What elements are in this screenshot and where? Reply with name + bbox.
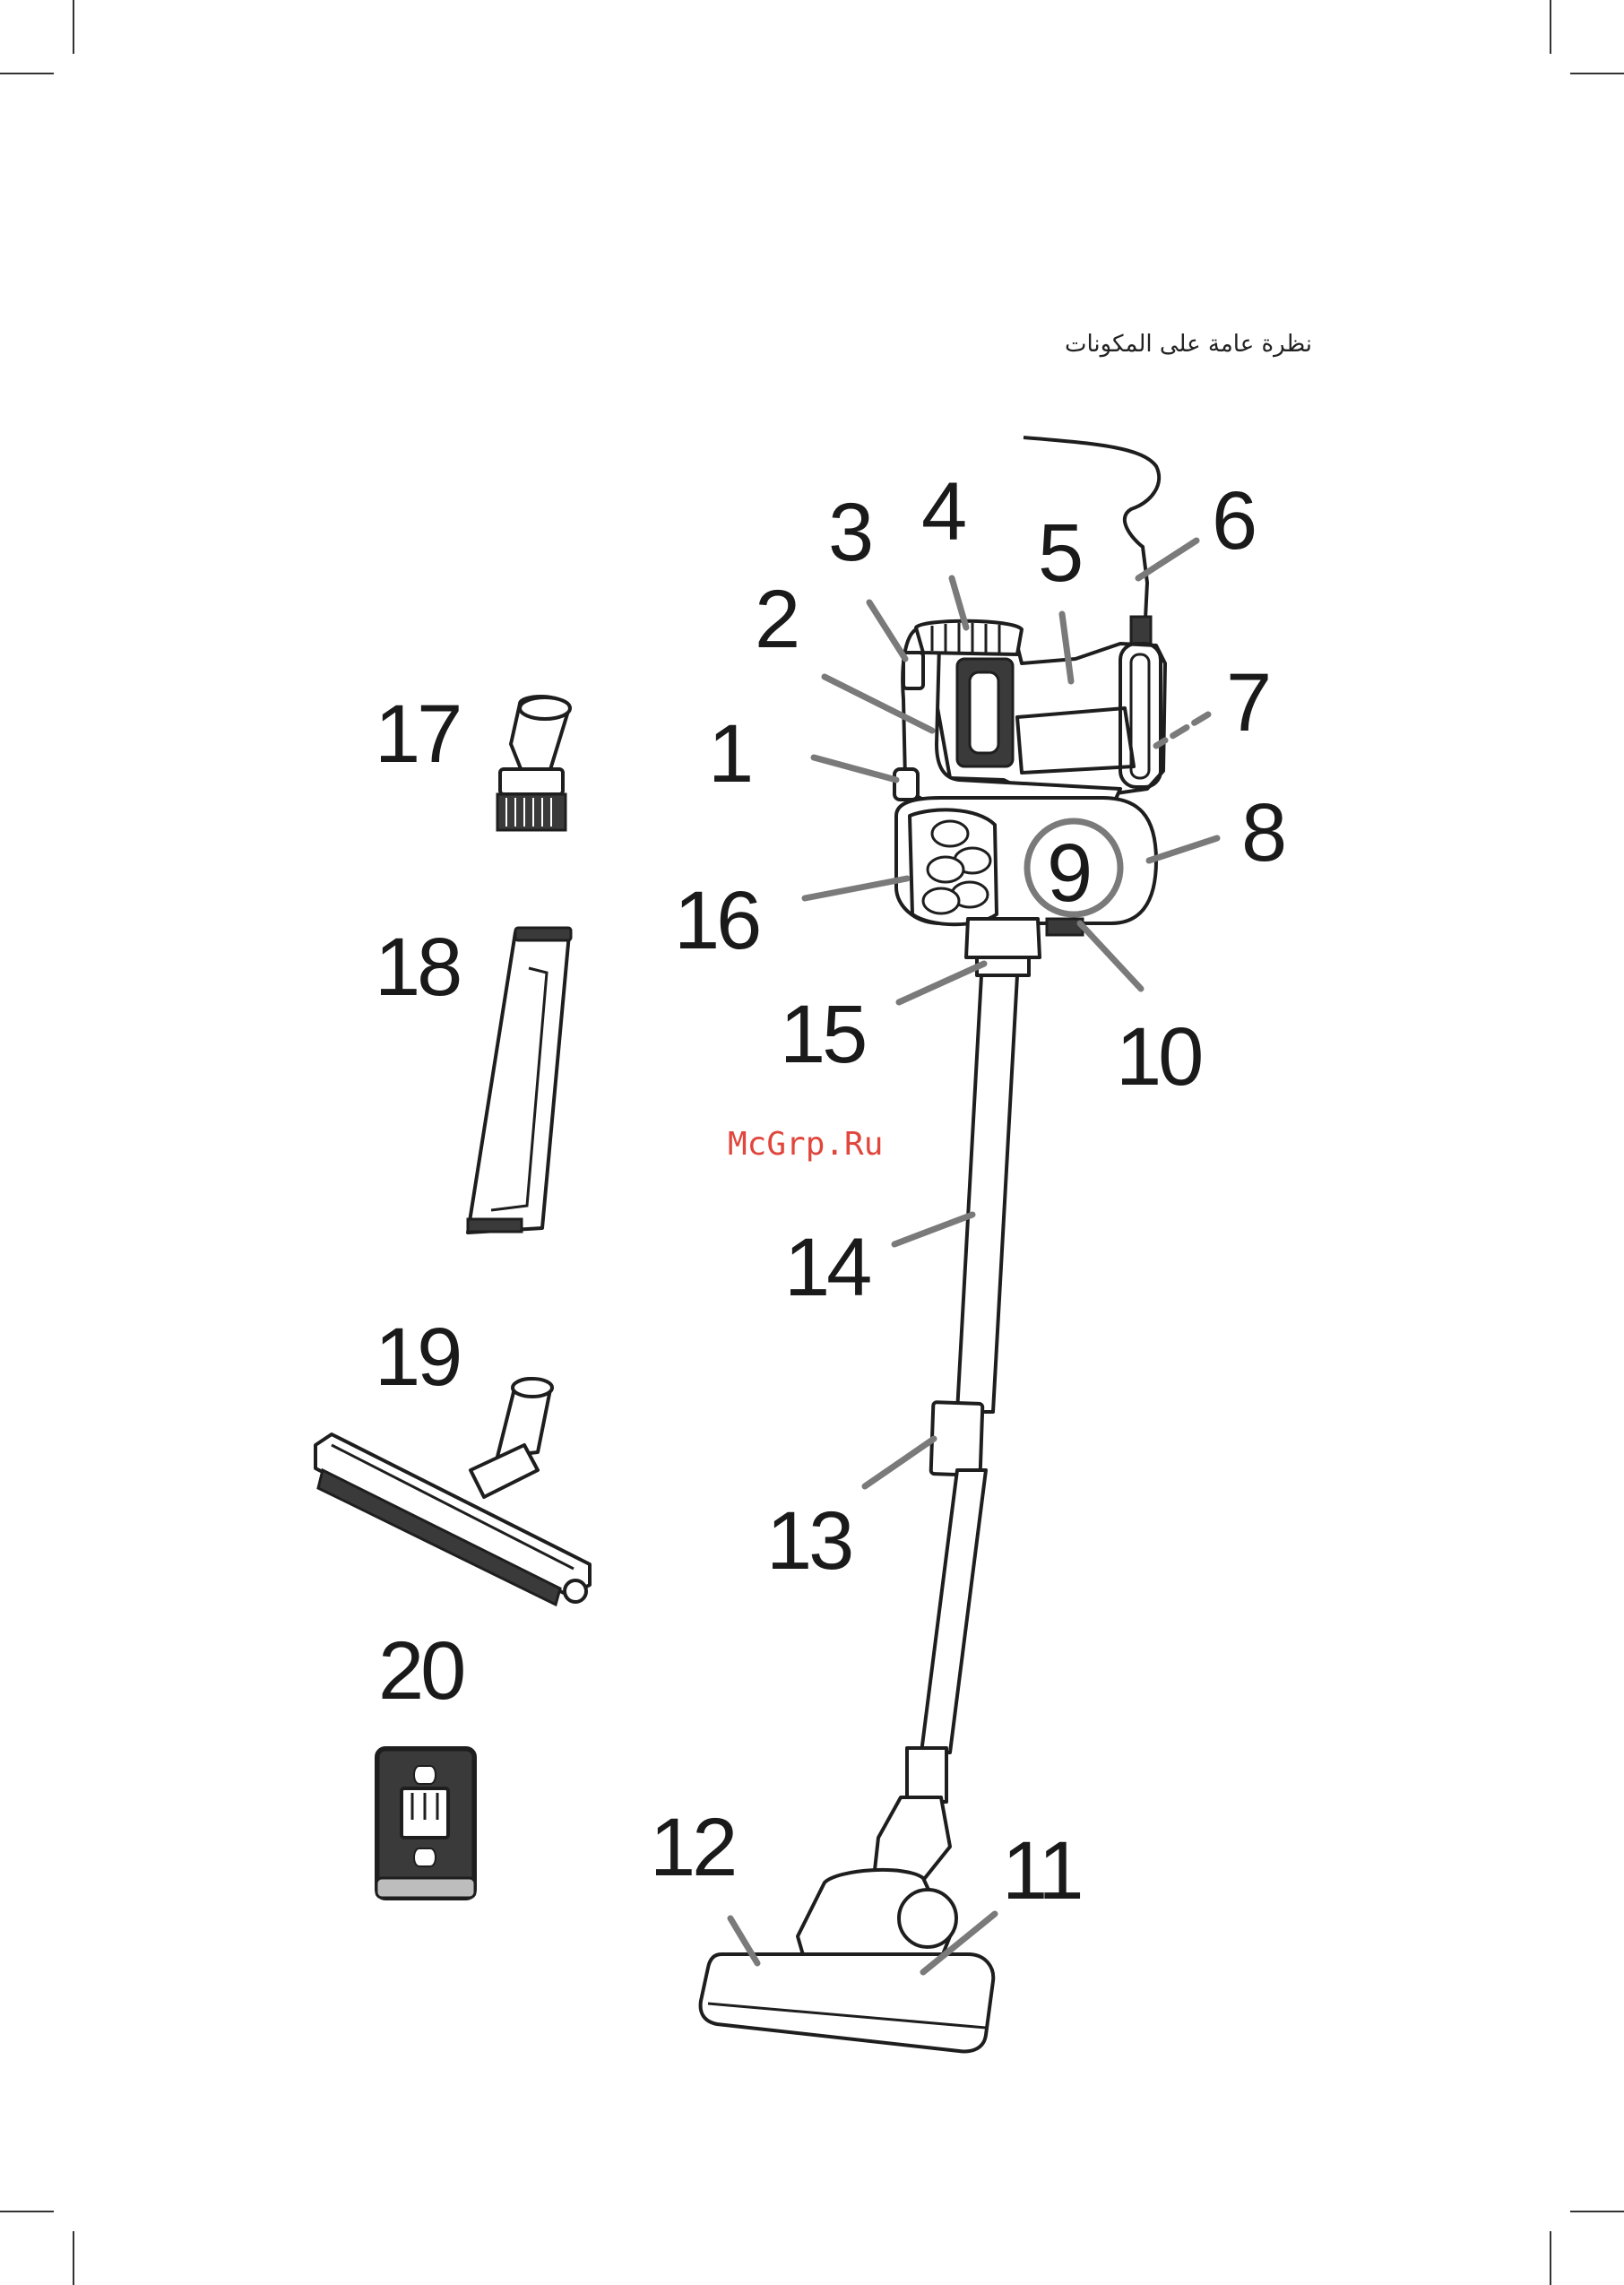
leader-line-13 (865, 1439, 934, 1486)
callout-11: 11 (1002, 1825, 1081, 1917)
leader-line-15 (899, 964, 984, 1002)
cord-plug (1131, 617, 1151, 644)
accessory-dusting-brush (497, 697, 570, 830)
leader-line-8 (1149, 838, 1217, 861)
callout-18: 18 (375, 922, 460, 1013)
tube-release-clip (931, 1402, 983, 1476)
leader-line-6 (1138, 541, 1196, 578)
vacuum-main-unit (701, 437, 1165, 2051)
accessory-floor-nozzle (315, 1379, 590, 1605)
leader-line-14 (894, 1215, 972, 1244)
page-title: نظرة عامة على المكونات (1065, 331, 1312, 358)
tube-connector (966, 919, 1040, 957)
floor-brush-base (701, 1954, 994, 2051)
brush-wheel-hub (899, 1890, 956, 1947)
extension-tube-upper (957, 975, 1017, 1412)
callout-10: 10 (1116, 1011, 1201, 1103)
tube-end-sleeve (907, 1748, 946, 1802)
callout-16: 16 (674, 875, 759, 966)
callout-20: 20 (378, 1625, 463, 1717)
callout-6: 6 (1212, 475, 1255, 567)
watermark-text: McGrp.Ru (728, 1126, 883, 1163)
callout-19: 19 (375, 1311, 459, 1403)
leader-line-3 (869, 602, 905, 659)
power-switch (894, 769, 918, 800)
callout-7: 7 (1226, 657, 1268, 749)
callout-1: 1 (708, 708, 750, 800)
extension-tube-lower (921, 1470, 986, 1753)
leader-line-10 (1080, 923, 1141, 989)
callout-5: 5 (1038, 507, 1081, 599)
callout-17: 17 (375, 688, 459, 780)
callout-9: 9 (1047, 827, 1089, 919)
accessory-crevice-tool (468, 928, 571, 1233)
callout-3: 3 (828, 487, 871, 578)
callout-8: 8 (1241, 787, 1284, 879)
callout-15: 15 (780, 989, 865, 1080)
accessory-wall-bracket (376, 1748, 475, 1899)
callout-12: 12 (650, 1802, 734, 1893)
callout-14: 14 (784, 1222, 870, 1313)
leader-line-1 (814, 757, 896, 780)
callout-4: 4 (921, 466, 965, 558)
container-release-latch (1047, 919, 1083, 935)
callout-2: 2 (755, 574, 797, 665)
handle-grip-opening (1017, 708, 1134, 773)
callout-13: 13 (766, 1495, 851, 1587)
leader-line-16 (805, 879, 907, 898)
